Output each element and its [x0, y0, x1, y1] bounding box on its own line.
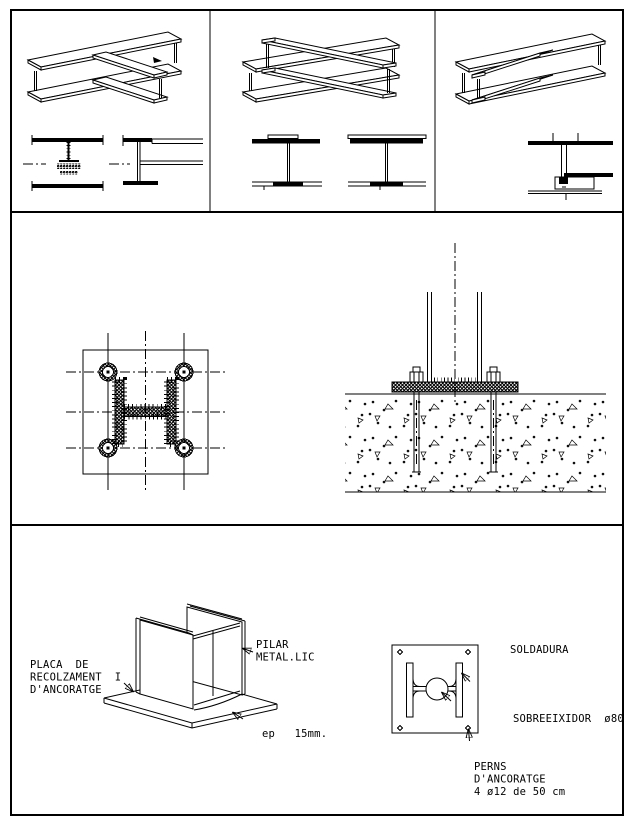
- column-h-section: [114, 379, 177, 445]
- perns-label-line2: D'ANCORATGE: [474, 774, 546, 786]
- beam-tee-isometric: [26, 31, 183, 104]
- base-plate-plan-view: [66, 331, 226, 492]
- soldadura-leader-arrow: [462, 674, 470, 682]
- perns-leader-arrow: [469, 730, 470, 742]
- base-plate-isometric: [103, 603, 278, 729]
- placa-label-line1: PLACA DE: [30, 659, 89, 671]
- anchor-bolt-plan: [98, 362, 194, 458]
- gruix-leader-arrow: [233, 713, 244, 720]
- pilar-leader-arrow: [243, 649, 254, 653]
- overflow-hole: [425, 677, 449, 701]
- concrete-foundation: [345, 393, 606, 493]
- column-foundation-elevation: [345, 243, 606, 493]
- panel-beam-tee-detail: [23, 31, 203, 191]
- beam-tee-section-plan: [23, 135, 130, 191]
- placa-label-line3: D'ANCORATGE: [30, 684, 102, 696]
- pilar-label-line1: PILAR: [256, 639, 289, 651]
- placa-label-line2: RECOLZAMENT I: [30, 672, 121, 684]
- thickness-label: ep 15mm.: [262, 728, 327, 740]
- annotations: PLACA DE RECOLZAMENT I D'ANCORATGE PILAR…: [30, 639, 624, 798]
- soldadura-label: SOLDADURA: [510, 644, 569, 656]
- placa-leader-arrow: [123, 682, 133, 692]
- beam-tee-section-side: [122, 135, 203, 185]
- beam-cross-isometric: [241, 37, 401, 103]
- column-front-flange: [135, 616, 194, 710]
- column-back-flange: [186, 603, 246, 696]
- sobreeixidor-leader-arrow: [442, 693, 452, 702]
- base-plate-weld-plan: [391, 644, 479, 742]
- beam-tee-seat-section: [528, 133, 613, 200]
- panel-beam-tee-seat-detail: [454, 33, 613, 200]
- pilar-label-line2: METAL.LIC: [256, 652, 315, 664]
- beam-cross-section-right: [347, 134, 427, 190]
- beam-tee-seat-isometric: [454, 33, 607, 105]
- panel-beam-cross-detail: [241, 37, 427, 190]
- perns-label-line1: PERNS: [474, 761, 507, 773]
- column-web: [192, 622, 243, 711]
- beam-cross-section-left: [252, 134, 322, 190]
- sheet-frame: [10, 9, 624, 816]
- perns-label-line3: 4 ø12 de 50 cm: [474, 786, 565, 798]
- sobreeixidor-label: SOBREEIXIDOR ø80: [513, 713, 624, 725]
